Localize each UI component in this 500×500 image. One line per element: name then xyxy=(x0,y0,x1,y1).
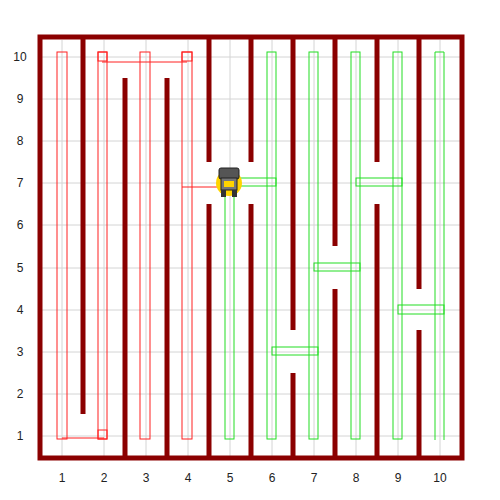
axis-number: 7 xyxy=(302,471,326,485)
axis-number: 5 xyxy=(8,261,32,275)
axis-number: 2 xyxy=(8,387,32,401)
axis-number: 4 xyxy=(8,303,32,317)
axis-number: 9 xyxy=(386,471,410,485)
axis-number: 1 xyxy=(8,429,32,443)
axis-number: 8 xyxy=(344,471,368,485)
axis-number: 2 xyxy=(92,471,116,485)
axis-number: 6 xyxy=(8,218,32,232)
axis-number: 3 xyxy=(8,345,32,359)
axis-number: 8 xyxy=(8,134,32,148)
axis-number: 10 xyxy=(428,471,452,485)
axis-number: 7 xyxy=(8,176,32,190)
axis-number: 9 xyxy=(8,92,32,106)
axis-number: 5 xyxy=(218,471,242,485)
axis-number: 3 xyxy=(134,471,158,485)
axis-number: 4 xyxy=(176,471,200,485)
axis-number: 1 xyxy=(50,471,74,485)
robot xyxy=(216,168,242,197)
axis-number: 10 xyxy=(8,50,32,64)
axis-number: 6 xyxy=(260,471,284,485)
